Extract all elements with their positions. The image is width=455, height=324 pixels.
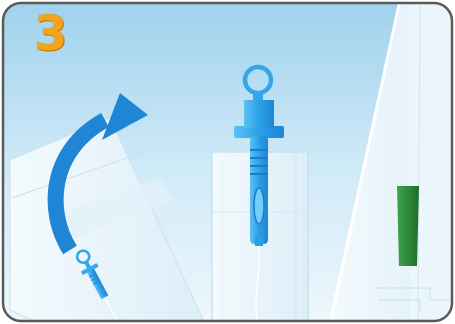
step-number: 3 bbox=[34, 6, 66, 62]
